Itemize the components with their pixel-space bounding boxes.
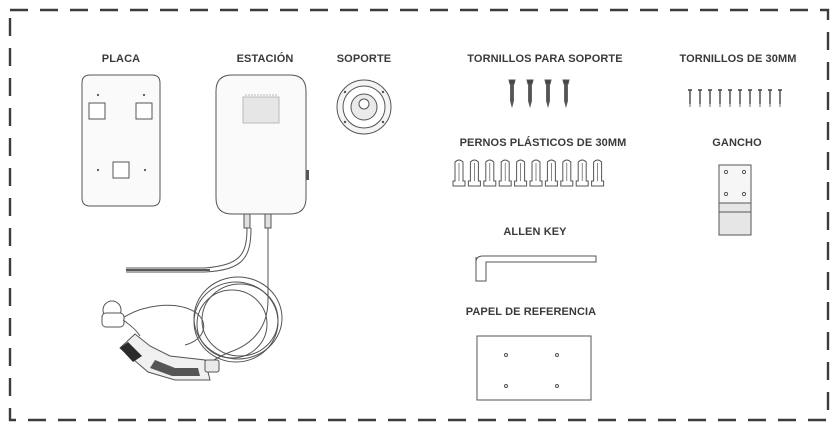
label-allen-key: ALLEN KEY <box>503 226 567 238</box>
perno-anchor <box>575 159 589 187</box>
perno-anchor <box>591 159 605 187</box>
screw-30mm <box>758 89 762 107</box>
gancho-hook <box>718 164 752 236</box>
perno-anchor <box>514 159 528 187</box>
screw-30mm <box>718 89 722 107</box>
screw-30mm <box>768 89 772 107</box>
perno-anchor <box>529 159 543 187</box>
screw-30mm <box>728 89 732 107</box>
screw-soporte <box>544 79 552 109</box>
perno-anchor <box>544 159 558 187</box>
perno-anchor <box>483 159 497 187</box>
screw-soporte <box>526 79 534 109</box>
perno-anchor <box>467 159 481 187</box>
screw-30mm <box>708 89 712 107</box>
screw-30mm <box>748 89 752 107</box>
tornillos-30mm-group <box>688 89 782 107</box>
perno-anchor <box>560 159 574 187</box>
placa-plate <box>81 74 161 207</box>
pernos-group <box>452 159 605 187</box>
screw-soporte <box>562 79 570 109</box>
allen-key <box>475 255 597 282</box>
screw-30mm <box>688 89 692 107</box>
soporte-holder <box>336 79 392 135</box>
screw-30mm <box>738 89 742 107</box>
label-placa: PLACA <box>101 53 141 65</box>
label-papel: PAPEL DE REFERENCIA <box>465 306 597 318</box>
label-tornillos-soporte: TORNILLOS PARA SOPORTE <box>467 53 623 65</box>
label-pernos: PERNOS PLÁSTICOS DE 30MM <box>459 137 627 149</box>
screw-30mm <box>698 89 702 107</box>
dashed-border <box>8 8 830 422</box>
estacion-station <box>101 74 309 381</box>
screw-30mm <box>778 89 782 107</box>
screw-soporte <box>508 79 516 109</box>
label-tornillos-30mm: TORNILLOS DE 30MM <box>679 53 797 65</box>
perno-anchor <box>498 159 512 187</box>
label-gancho: GANCHO <box>712 137 762 149</box>
papel-referencia <box>476 335 592 401</box>
label-soporte: SOPORTE <box>336 53 392 65</box>
tornillos-soporte-group <box>508 79 570 109</box>
perno-anchor <box>452 159 466 187</box>
label-estacion: ESTACIÓN <box>236 53 294 65</box>
